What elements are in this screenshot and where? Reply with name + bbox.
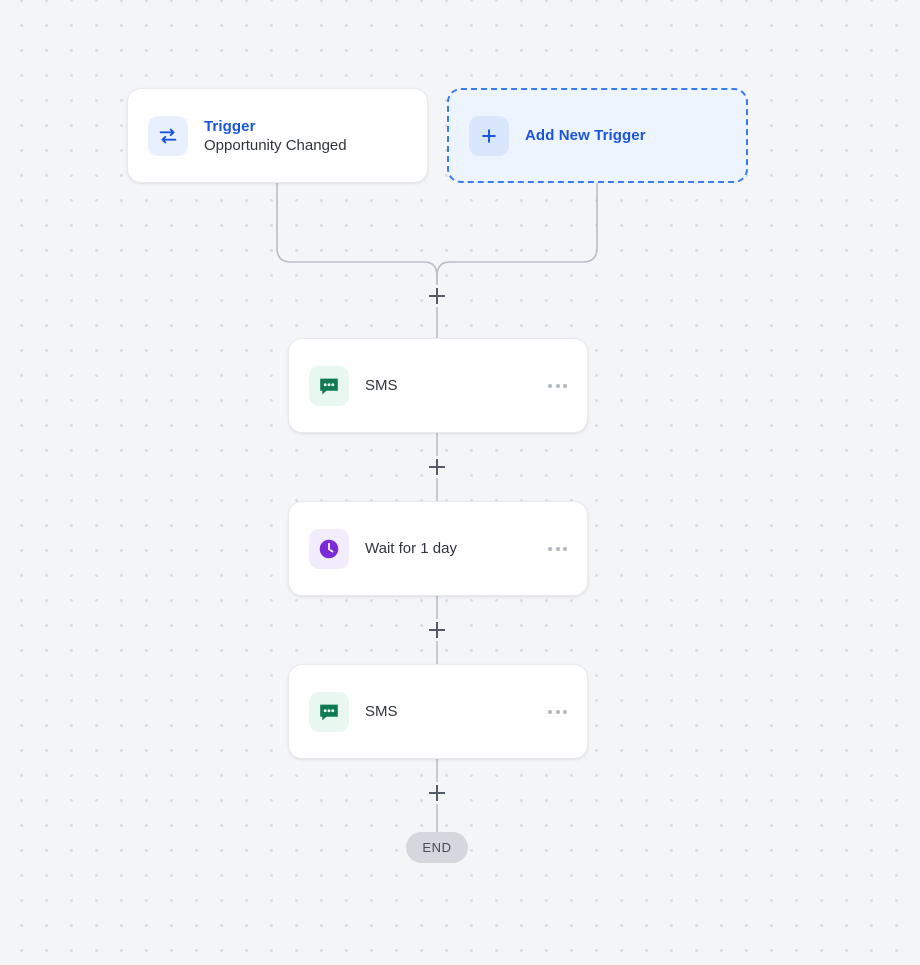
add-step-after-sms-2[interactable]	[426, 782, 448, 804]
end-node: END	[406, 832, 468, 863]
plus-icon	[469, 115, 509, 156]
step-label: SMS	[365, 377, 398, 394]
step-more-options-button[interactable]	[546, 378, 569, 394]
step-card-sms-2[interactable]: SMS	[288, 664, 588, 759]
step-more-options-button[interactable]	[546, 541, 569, 557]
trigger-title: Trigger	[204, 117, 256, 135]
add-step-after-sms-1[interactable]	[426, 456, 448, 478]
add-step-after-triggers[interactable]	[426, 285, 448, 307]
trigger-subtitle: Opportunity Changed	[204, 136, 347, 154]
clock-icon	[309, 528, 349, 569]
step-card-wait[interactable]: Wait for 1 day	[288, 501, 588, 596]
sms-chat-bubble-icon	[309, 691, 349, 732]
swap-arrows-icon	[148, 115, 188, 156]
step-more-options-button[interactable]	[546, 704, 569, 720]
step-label: SMS	[365, 703, 398, 720]
step-card-sms-1[interactable]: SMS	[288, 338, 588, 433]
add-step-after-wait[interactable]	[426, 619, 448, 641]
trigger-card[interactable]: Trigger Opportunity Changed	[127, 88, 428, 183]
add-new-trigger-label: Add New Trigger	[525, 127, 646, 144]
sms-chat-bubble-icon	[309, 365, 349, 406]
step-label: Wait for 1 day	[365, 540, 457, 557]
add-new-trigger-card[interactable]: Add New Trigger	[447, 88, 748, 183]
